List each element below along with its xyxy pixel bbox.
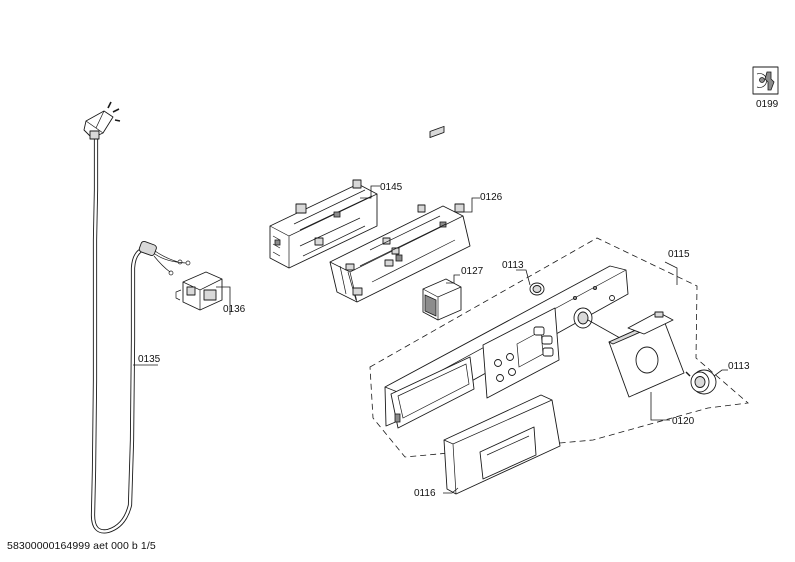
control-panel bbox=[384, 265, 629, 429]
program-knob-large bbox=[685, 369, 717, 395]
part-label-power-module: 0126 bbox=[480, 192, 503, 203]
part-label-drawer-front: 0116 bbox=[414, 488, 436, 499]
suppressor-filter bbox=[175, 271, 223, 311]
part-label-control-panel: 0115 bbox=[668, 249, 690, 260]
part-label-knob-small: 0113 bbox=[502, 260, 524, 271]
power-module bbox=[329, 203, 471, 303]
part-label-control-module: 0145 bbox=[380, 182, 403, 193]
power-cord bbox=[83, 101, 191, 534]
control-module bbox=[269, 179, 378, 269]
document-code: 58300000164999 aet 000 b 1/5 bbox=[7, 540, 156, 552]
control-panel-assembly-boundary bbox=[369, 237, 749, 458]
part-label-service-tool: 0199 bbox=[756, 99, 779, 110]
dial-cover bbox=[608, 311, 685, 398]
part-label-dial-cover: 0120 bbox=[672, 416, 695, 427]
program-knob-small bbox=[529, 282, 545, 296]
wrench-tool-icon bbox=[752, 66, 779, 95]
part-label-power-cord: 0135 bbox=[138, 354, 161, 365]
display-module bbox=[422, 125, 462, 321]
part-label-display-module: 0127 bbox=[461, 266, 484, 277]
part-label-suppressor: 0136 bbox=[223, 304, 246, 315]
part-label-knob-large: 0113 bbox=[728, 361, 750, 372]
drawer-front bbox=[443, 394, 561, 495]
